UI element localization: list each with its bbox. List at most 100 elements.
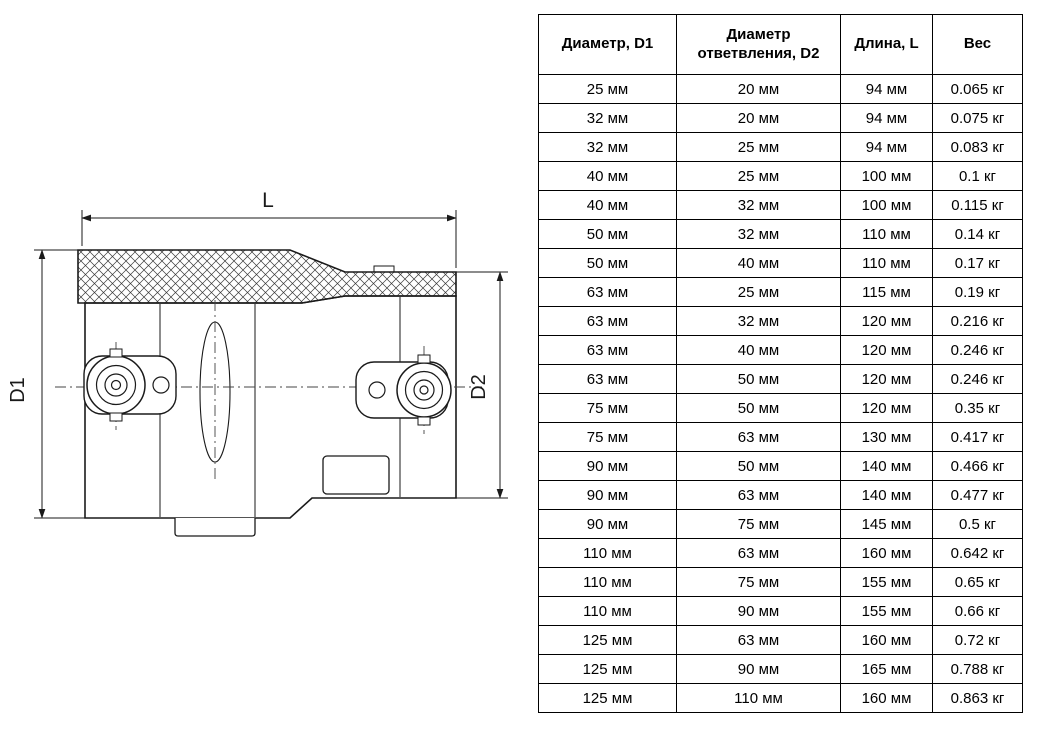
table-cell: 75 мм	[538, 422, 677, 452]
table-cell: 0.216 кг	[932, 306, 1023, 336]
table-cell: 0.35 кг	[932, 393, 1023, 423]
table-cell: 110 мм	[538, 596, 677, 626]
right-terminal	[355, 354, 452, 426]
table-cell: 140 мм	[840, 451, 933, 481]
table-cell: 120 мм	[840, 335, 933, 365]
table-cell: 63 мм	[538, 306, 677, 336]
table-cell: 25 мм	[538, 74, 677, 104]
table-cell: 90 мм	[676, 654, 841, 684]
table-cell: 155 мм	[840, 596, 933, 626]
table-cell: 0.66 кг	[932, 596, 1023, 626]
table-cell: 63 мм	[676, 422, 841, 452]
spec-table-section: Диаметр, D1 Диаметр ответвления, D2 Длин…	[538, 14, 1023, 713]
table-cell: 0.083 кг	[932, 132, 1023, 162]
table-cell: 40 мм	[538, 161, 677, 191]
table-cell: 110 мм	[840, 248, 933, 278]
table-cell: 125 мм	[538, 654, 677, 684]
fitting-drawing-svg: L D1 D2	[7, 189, 508, 537]
table-cell: 50 мм	[676, 451, 841, 481]
spec-table: Диаметр, D1 Диаметр ответвления, D2 Длин…	[538, 14, 1023, 713]
table-cell: 0.477 кг	[932, 480, 1023, 510]
left-terminal	[83, 348, 177, 422]
table-cell: 50 мм	[538, 219, 677, 249]
table-cell: 90 мм	[538, 509, 677, 539]
table-header-row: Диаметр, D1 Диаметр ответвления, D2 Длин…	[538, 14, 1023, 75]
table-cell: 75 мм	[676, 509, 841, 539]
dimension-L	[81, 210, 457, 268]
table-cell: 0.246 кг	[932, 335, 1023, 365]
table-cell: 0.863 кг	[932, 683, 1023, 713]
table-cell: 110 мм	[538, 538, 677, 568]
header-diameter-d1: Диаметр, D1	[538, 14, 677, 75]
table-cell: 50 мм	[538, 248, 677, 278]
table-cell: 0.5 кг	[932, 509, 1023, 539]
dimension-D2-label: D2	[468, 374, 490, 400]
table-cell: 50 мм	[676, 364, 841, 394]
header-length-l: Длина, L	[840, 14, 933, 75]
table-cell: 155 мм	[840, 567, 933, 597]
table-cell: 20 мм	[676, 103, 841, 133]
table-cell: 120 мм	[840, 364, 933, 394]
table-cell: 94 мм	[840, 74, 933, 104]
table-cell: 100 мм	[840, 161, 933, 191]
table-cell: 165 мм	[840, 654, 933, 684]
fitting-technical-drawing: L D1 D2	[7, 189, 508, 537]
table-cell: 130 мм	[840, 422, 933, 452]
table-cell: 75 мм	[676, 567, 841, 597]
table-cell: 0.417 кг	[932, 422, 1023, 452]
table-cell: 160 мм	[840, 683, 933, 713]
table-cell: 120 мм	[840, 393, 933, 423]
header-weight: Вес	[932, 14, 1023, 75]
table-cell: 32 мм	[538, 103, 677, 133]
table-cell: 115 мм	[840, 277, 933, 307]
table-cell: 25 мм	[676, 277, 841, 307]
table-cell: 0.17 кг	[932, 248, 1023, 278]
table-cell: 90 мм	[538, 480, 677, 510]
table-cell: 140 мм	[840, 480, 933, 510]
table-cell: 25 мм	[676, 161, 841, 191]
table-cell: 120 мм	[840, 306, 933, 336]
table-cell: 63 мм	[676, 625, 841, 655]
table-cell: 32 мм	[676, 219, 841, 249]
table-cell: 63 мм	[538, 277, 677, 307]
table-cell: 160 мм	[840, 625, 933, 655]
table-cell: 94 мм	[840, 132, 933, 162]
table-cell: 32 мм	[538, 132, 677, 162]
table-cell: 90 мм	[538, 451, 677, 481]
table-cell: 125 мм	[538, 683, 677, 713]
table-cell: 110 мм	[538, 567, 677, 597]
table-cell: 0.065 кг	[932, 74, 1023, 104]
dimension-D1-label: D1	[7, 377, 29, 403]
hatched-clamp-band	[77, 249, 457, 304]
table-cell: 110 мм	[840, 219, 933, 249]
table-cell: 63 мм	[676, 480, 841, 510]
table-cell: 125 мм	[538, 625, 677, 655]
dimension-D1	[34, 249, 85, 519]
table-cell: 20 мм	[676, 74, 841, 104]
table-cell: 0.466 кг	[932, 451, 1023, 481]
table-cell: 50 мм	[676, 393, 841, 423]
table-cell: 63 мм	[538, 335, 677, 365]
table-cell: 0.642 кг	[932, 538, 1023, 568]
table-cell: 75 мм	[538, 393, 677, 423]
table-cell: 0.19 кг	[932, 277, 1023, 307]
table-cell: 63 мм	[676, 538, 841, 568]
table-cell: 0.1 кг	[932, 161, 1023, 191]
table-cell: 0.788 кг	[932, 654, 1023, 684]
